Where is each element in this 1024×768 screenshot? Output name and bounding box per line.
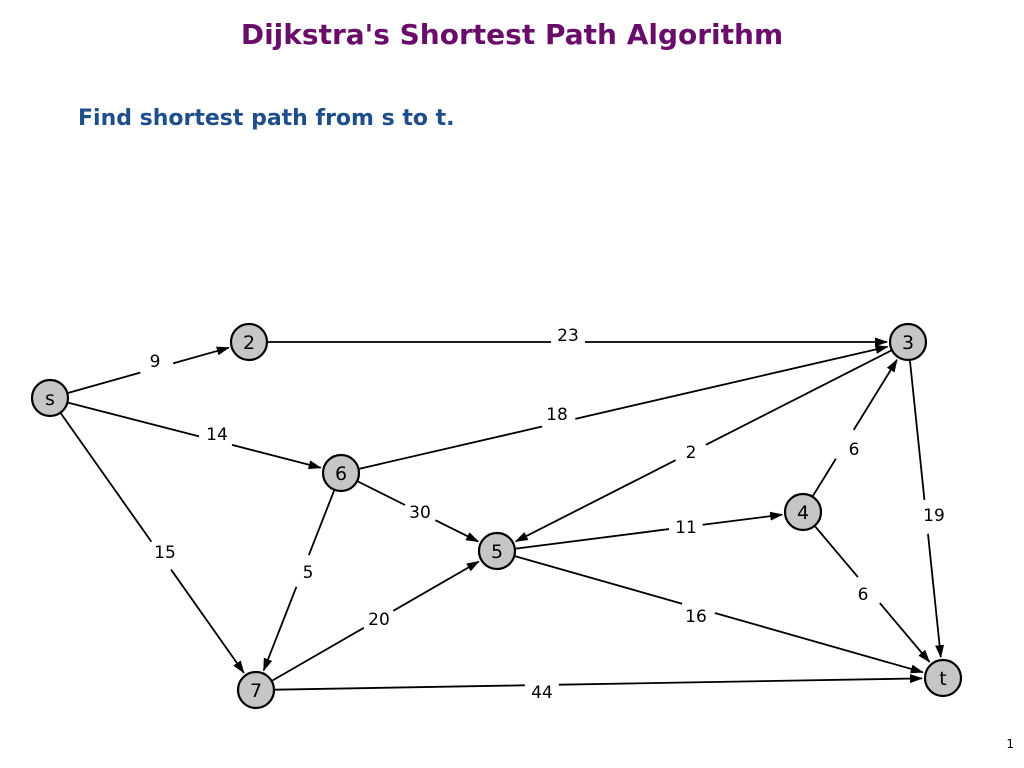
- graph-edge-s-2: 9: [68, 346, 230, 394]
- edge-line-segment: [812, 458, 837, 497]
- node-label: 6: [335, 463, 347, 485]
- node-circle: [236, 670, 276, 710]
- edge-line-segment: [308, 490, 335, 556]
- edge-weight-label: 15: [154, 543, 176, 563]
- edge-arrow-segment: [172, 346, 230, 365]
- edge-arrow-segment: [879, 602, 931, 663]
- edge-weight-label: 14: [206, 425, 228, 445]
- edge-line-segment: [357, 480, 406, 506]
- node-circle: [30, 378, 70, 418]
- graph-edge-3-5: 2: [514, 349, 892, 543]
- edge-arrow-segment: [852, 359, 898, 431]
- graph-edge-7-5: 20: [272, 560, 480, 682]
- edge-arrow-segment: [262, 586, 298, 672]
- graph-node-7: 7: [236, 670, 276, 710]
- graph-edge-6-5: 30: [357, 480, 480, 543]
- graph-edge-2-3: 23: [268, 323, 888, 349]
- node-label: 4: [797, 502, 809, 524]
- graph-edge-3-t: 19: [909, 360, 948, 659]
- edge-line-segment: [274, 684, 525, 691]
- graph-edge-7-t: 44: [274, 674, 924, 706]
- edge-arrow-segment: [392, 560, 480, 612]
- node-label: 3: [902, 332, 914, 354]
- edge-weight-label: 16: [685, 607, 707, 627]
- graph-node-6: 6: [321, 453, 361, 493]
- node-label: s: [45, 388, 55, 410]
- edge-line-segment: [515, 555, 683, 605]
- graph-edge-4-3: 6: [812, 359, 898, 497]
- page-number: 1: [1006, 737, 1014, 751]
- edge-arrow-segment: [514, 459, 676, 543]
- edge-line-segment: [272, 627, 365, 682]
- graph-edge-s-6: 14: [68, 401, 322, 470]
- graph-edge-6-7: 5: [262, 490, 335, 672]
- edge-weight-label: 18: [546, 405, 568, 425]
- edge-weight-label: 20: [368, 610, 390, 630]
- edge-weight-label: 11: [675, 518, 697, 538]
- graph-node-s: s: [30, 378, 70, 418]
- slide-subtitle: Find shortest path from s to t.: [78, 106, 455, 131]
- edge-line-segment: [909, 360, 926, 500]
- edge-weight-label: 44: [531, 683, 553, 703]
- graph-node-5: 5: [477, 531, 517, 571]
- node-circle: [783, 492, 823, 532]
- graph-edge-6-3: 18: [359, 345, 889, 470]
- node-circle: [477, 531, 517, 571]
- graph-node-4: 4: [783, 492, 823, 532]
- edge-line-segment: [68, 401, 200, 438]
- edge-arrow-segment: [575, 345, 889, 420]
- edge-weight-label: 5: [303, 563, 314, 583]
- edge-weight-label: 2: [686, 443, 697, 463]
- edge-arrow-segment: [558, 674, 924, 686]
- graph-edge-4-t: 6: [814, 525, 931, 663]
- node-circle: [229, 322, 269, 362]
- edge-line-segment: [68, 371, 141, 394]
- edge-weight-label: 9: [150, 352, 161, 372]
- graph-edge-5-t: 16: [515, 555, 924, 674]
- graph-edge-s-7: 15: [60, 413, 245, 674]
- edge-arrow-segment: [435, 519, 480, 543]
- graph-node-t: t: [923, 658, 963, 698]
- edge-arrow-segment: [702, 511, 784, 526]
- graph-node-2: 2: [229, 322, 269, 362]
- node-circle: [923, 658, 963, 698]
- node-label: 2: [243, 332, 255, 354]
- edge-line-segment: [60, 413, 153, 543]
- graph-node-3: 3: [888, 322, 928, 362]
- edge-arrow-segment: [714, 612, 924, 674]
- graph-edge-5-4: 11: [515, 511, 784, 550]
- edge-line-segment: [705, 349, 892, 446]
- edge-arrow-segment: [231, 444, 322, 470]
- slide-title: Dijkstra's Shortest Path Algorithm: [240, 18, 784, 51]
- edge-weight-label: 19: [923, 506, 945, 526]
- node-label: t: [939, 668, 946, 690]
- edge-line-segment: [814, 525, 859, 578]
- edge-weight-label: 30: [409, 503, 431, 523]
- node-circle: [321, 453, 361, 493]
- node-label: 7: [250, 680, 262, 702]
- edge-line-segment: [359, 425, 543, 470]
- edge-arrow-segment: [927, 533, 945, 659]
- edge-arrow-segment: [170, 569, 245, 674]
- node-circle: [888, 322, 928, 362]
- edge-weight-label: 23: [557, 326, 579, 346]
- edge-weight-label: 6: [858, 585, 869, 605]
- edge-weight-label: 6: [849, 440, 860, 460]
- edge-line-segment: [515, 528, 670, 550]
- node-label: 5: [491, 541, 503, 563]
